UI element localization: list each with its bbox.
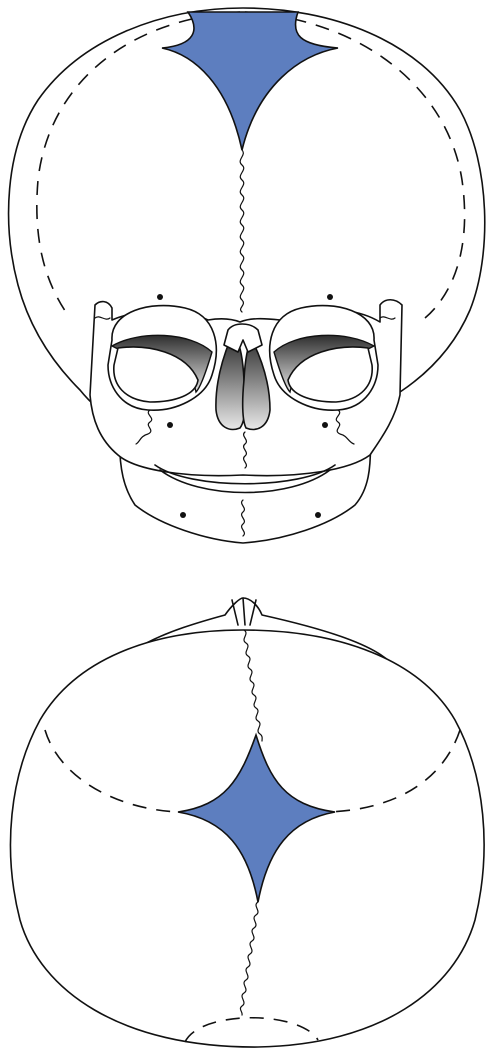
supraorbital-foramen-left [157, 294, 163, 300]
supraorbital-foramen-right [327, 294, 333, 300]
infraorbital-foramen-left [167, 422, 173, 428]
frontal-view [9, 8, 485, 543]
infraorbital-foramen-right [322, 422, 328, 428]
mental-foramen-right [315, 512, 321, 518]
superior-view [10, 598, 484, 1047]
mental-foramen-left [180, 512, 186, 518]
